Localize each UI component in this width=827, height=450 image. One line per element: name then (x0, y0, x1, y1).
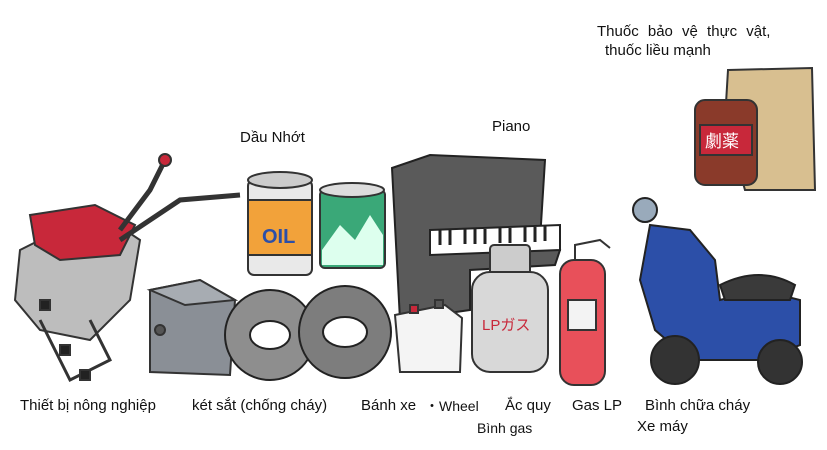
pesticide-image: 劇薬 (694, 66, 817, 191)
label-safe: két sắt (chống cháy) (192, 397, 328, 414)
svg-text:LPガス: LPガス (482, 317, 530, 334)
battery-image (393, 299, 464, 373)
motorbike-image (632, 197, 803, 385)
label-wheel: ・Wheel (425, 398, 479, 414)
label-oil: Dầu Nhớt (240, 129, 305, 146)
oil-can-image: OIL (247, 171, 313, 276)
label-fire-extinguisher: Bình chữa cháy (645, 397, 751, 414)
tires-image (224, 285, 392, 381)
label-tire: Bánh xe (361, 397, 417, 414)
label-agricultural-machine: Thiết bị nông nghiệp (20, 397, 156, 414)
label-gas-lp: Gas LP (572, 397, 623, 414)
agricultural-machine-image (13, 153, 241, 383)
svg-text:OIL: OIL (262, 226, 295, 248)
lp-gas-cylinder-image: LPガス (471, 244, 549, 373)
fire-extinguisher-image (559, 238, 611, 386)
label-pesticide-line2: thuốc liều mạnh (605, 42, 711, 59)
label-gas-cylinder: Bình gas (477, 420, 533, 436)
label-piano: Piano (492, 118, 531, 135)
safe-image (146, 278, 239, 377)
label-battery: Ắc quy (505, 397, 551, 414)
paint-can-image (319, 182, 386, 269)
label-pesticide-line1: Thuốc bảo vệ thực vật, (597, 23, 771, 40)
svg-text:劇薬: 劇薬 (705, 132, 739, 152)
label-motorbike: Xe máy (637, 418, 688, 435)
